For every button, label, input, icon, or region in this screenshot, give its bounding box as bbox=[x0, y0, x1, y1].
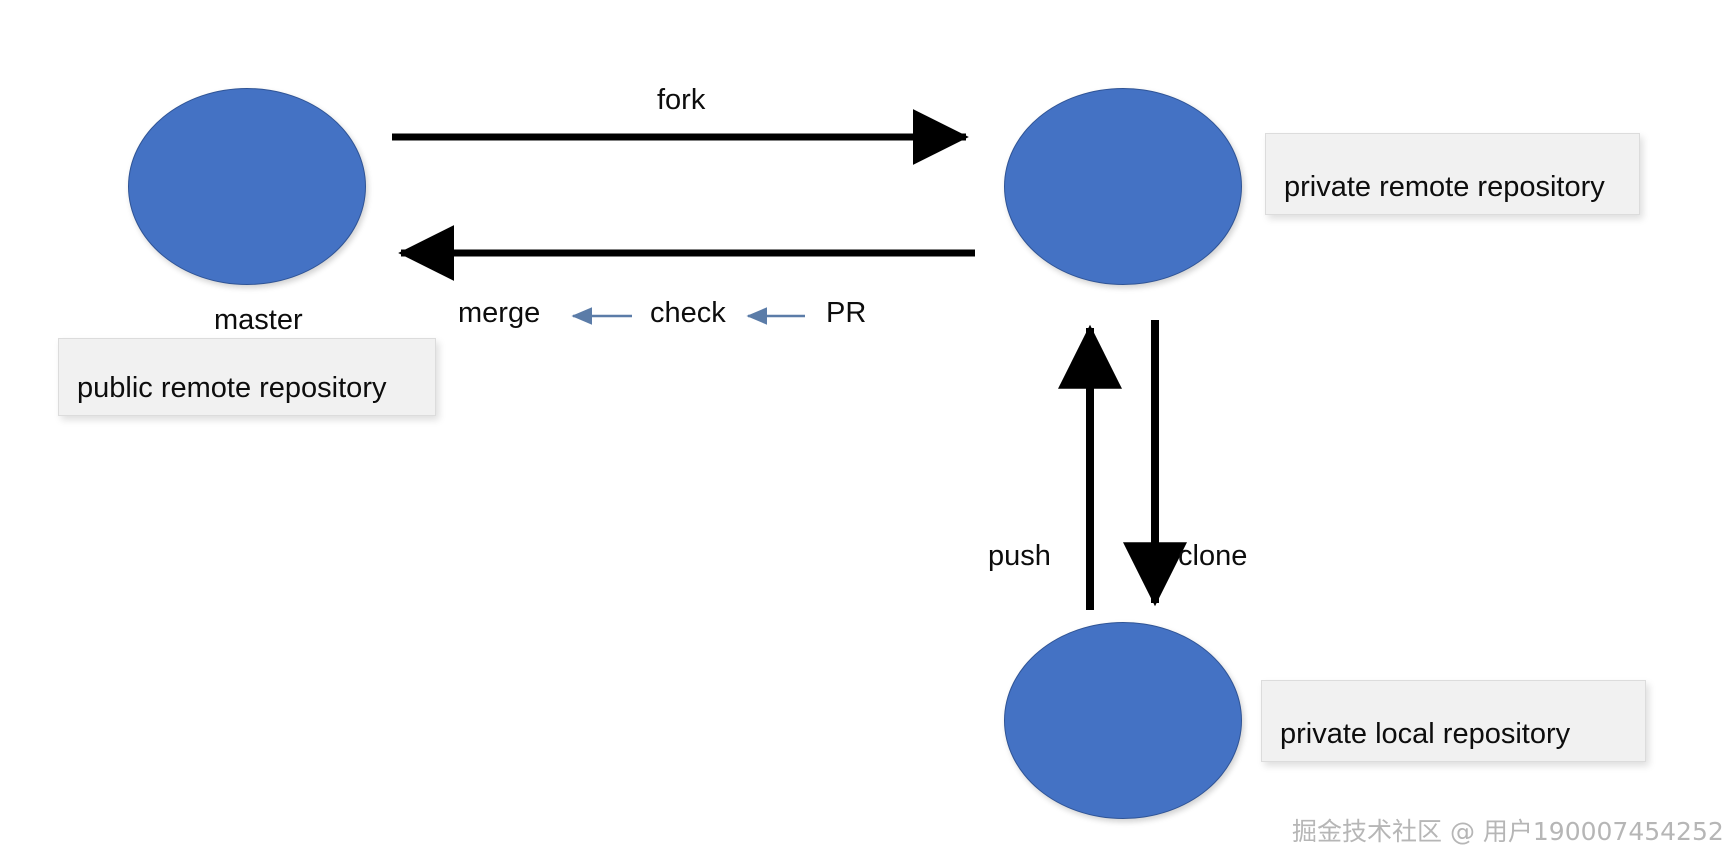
watermark: 掘金技术社区 @ 用户190007454252 bbox=[1292, 817, 1724, 846]
fork-label: fork bbox=[657, 84, 706, 116]
public-remote-repository-label: public remote repository bbox=[77, 371, 387, 404]
clone-label: clone bbox=[1178, 540, 1248, 572]
node-master-ellipse[interactable] bbox=[128, 88, 366, 285]
check-label: check bbox=[650, 297, 726, 329]
private-local-repository-box[interactable]: private local repository bbox=[1261, 680, 1646, 762]
node-private-local-ellipse[interactable] bbox=[1004, 622, 1242, 819]
private-remote-repository-box[interactable]: private remote repository bbox=[1265, 133, 1640, 215]
pr-label: PR bbox=[826, 297, 867, 329]
merge-label: merge bbox=[458, 297, 541, 329]
master-caption: master bbox=[214, 304, 303, 336]
private-remote-repository-label: private remote repository bbox=[1284, 170, 1605, 203]
push-label: push bbox=[988, 540, 1051, 572]
node-private-remote-ellipse[interactable] bbox=[1004, 88, 1242, 285]
public-remote-repository-box[interactable]: public remote repository bbox=[58, 338, 436, 416]
private-local-repository-label: private local repository bbox=[1280, 717, 1571, 750]
